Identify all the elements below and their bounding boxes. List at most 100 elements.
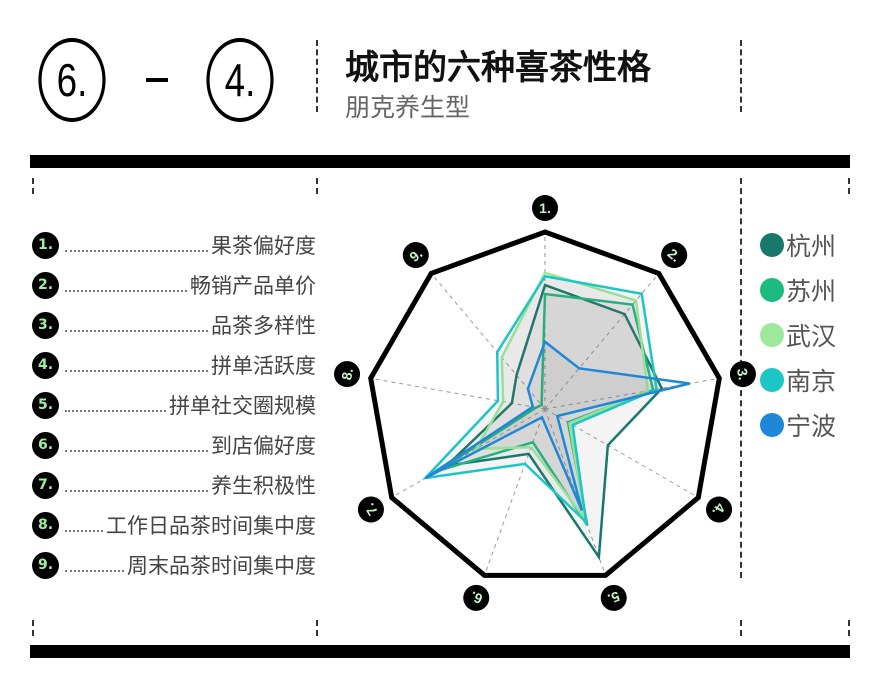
axis-number-badge: 8. [32,511,59,539]
badge-circle [357,496,384,523]
series-polygon [422,274,658,526]
series-polygon [473,271,650,520]
radar-spoke [430,273,546,410]
axis-number-badge: 7. [32,471,59,499]
divider [740,40,742,112]
dotted-leader [65,518,103,532]
divider [32,178,34,194]
badge-circle [706,496,733,523]
dotted-leader [65,238,208,252]
legend-label: 宁波 [786,412,837,441]
radar-axis-number: 1. [539,200,551,216]
divider [316,40,318,112]
series-polygon [424,339,690,511]
axis-label: 工作日品茶时间集中度 [106,514,316,538]
page-subtitle: 朋克养生型 [345,93,471,122]
legend-swatch [760,368,784,392]
radar-axis-badge: 9. [402,242,429,269]
axis-list-item: 9. 周末品茶时间集中度 [32,550,316,580]
axis-list-item: 2. 畅销产品单价 [32,270,316,300]
radar-axis-badge: 5. [600,584,627,611]
dotted-leader [65,558,124,572]
dotted-leader [65,478,208,492]
badge-circle [402,242,429,269]
legend-item: 杭州 [760,227,836,263]
dotted-leader [65,278,187,292]
legend-swatch [760,323,784,347]
radar-spoke [483,408,546,576]
divider [316,620,318,636]
axis-number-badge: 6. [32,431,59,459]
radar-axis-badge: 7. [357,496,384,523]
divider [316,178,318,194]
radar-axis-number: 6. [468,588,484,607]
legend-label: 苏州 [786,277,837,306]
axis-number-badge: 5. [32,391,59,419]
dotted-leader [65,438,208,452]
axis-number-badge: 3. [32,311,59,339]
legend-item: 武汉 [760,317,836,353]
divider [848,178,850,194]
legend-swatch [760,413,784,437]
radar-axis-badge: 6. [463,584,490,611]
axis-label: 果茶偏好度 [211,234,316,258]
axis-list-item: 5. 拼单社交圈规模 [32,390,316,420]
badge-circle [600,584,627,611]
axis-list-item: 1. 果茶偏好度 [32,230,316,260]
radar-outline [368,229,722,578]
radar-axis-badge: 3. [729,361,756,388]
radar-axis-badge: 1. [532,195,558,221]
axis-label: 周末品茶时间集中度 [127,554,316,578]
badge-circle [463,584,490,611]
radar-axis-badge: 4. [706,496,733,523]
divider [848,620,850,636]
legend-item: 苏州 [760,272,836,308]
axis-list-item: 3. 品茶多样性 [32,310,316,340]
axis-label: 养生积极性 [211,474,316,498]
divider [32,620,34,636]
axis-list-item: 4. 拼单活跃度 [32,350,316,380]
axis-label: 到店偏好度 [211,434,316,458]
dotted-leader [65,398,166,412]
divider [740,620,742,636]
legend-swatch [760,233,784,257]
dash-divider [146,78,168,82]
legend-label: 南京 [786,367,837,396]
axis-label: 畅销产品单价 [190,274,316,298]
radar-axis-number: 3. [734,367,752,381]
radar-axis-badge: 8. [334,361,361,388]
section-number: 6. [56,54,88,106]
badge-circle [661,242,688,269]
subsection-number: 4. [224,54,256,106]
radar-spoke [391,408,546,498]
dotted-leader [65,318,208,332]
legend-item: 宁波 [760,407,836,443]
axis-label: 拼单活跃度 [211,354,316,378]
bottom-rule [30,645,850,658]
radar-axis-number: 5. [606,588,622,607]
axis-label: 品茶多样性 [211,314,316,338]
axis-number-badge: 1. [32,231,59,259]
radar-spoke [370,377,546,410]
radar-axis-badge: 2. [661,242,688,269]
axis-number-badge: 4. [32,351,59,379]
legend-label: 杭州 [786,232,837,261]
axis-label: 拼单社交圈规模 [169,394,316,418]
subsection-number-circle: 4. [206,38,274,122]
radar-spoke [544,408,699,498]
axis-list-item: 6. 到店偏好度 [32,430,316,460]
legend-swatch [760,278,784,302]
badge-circle [729,361,756,388]
axis-list-item: 8. 工作日品茶时间集中度 [32,510,316,540]
section-number-circle: 6. [38,38,106,122]
badge-circle [334,361,361,388]
legend-item: 南京 [760,362,836,398]
radar-spoke [544,273,660,410]
badge-circle [532,195,558,221]
axis-number-badge: 2. [32,271,59,299]
radar-axis-number: 8. [338,367,356,381]
radar-spoke [544,377,720,410]
axis-number-badge: 9. [32,551,59,579]
